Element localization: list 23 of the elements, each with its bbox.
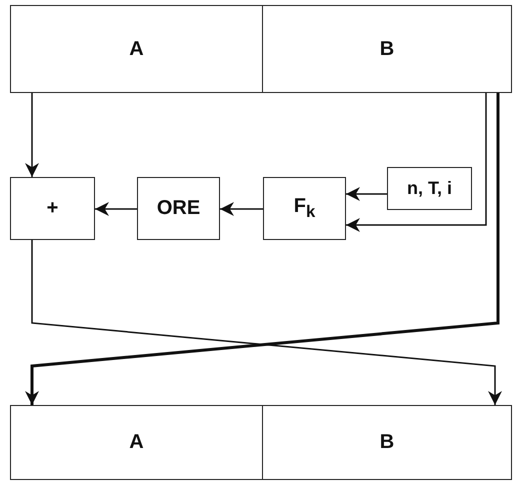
arrow [346,93,487,232]
box-label: B [380,38,394,60]
box-label: F$_{k}$ [294,195,316,222]
arrow [346,187,387,201]
process-box [263,177,346,240]
process-box [10,5,263,93]
arrow [25,93,500,405]
arrow [220,202,263,216]
box-label: A [129,431,144,454]
process-box [10,405,263,480]
box-label: A [129,38,144,60]
box-label: B [380,431,394,454]
box-label: + [46,197,58,220]
box-label: ORE [156,197,200,220]
process-box [262,405,512,480]
process-box [137,177,220,240]
arrow [25,93,39,177]
arrow [95,202,137,216]
process-box [262,5,512,93]
arrow [31,240,502,405]
process-box [387,167,472,210]
process-box [10,177,95,240]
box-label: n, T, i [407,178,452,199]
